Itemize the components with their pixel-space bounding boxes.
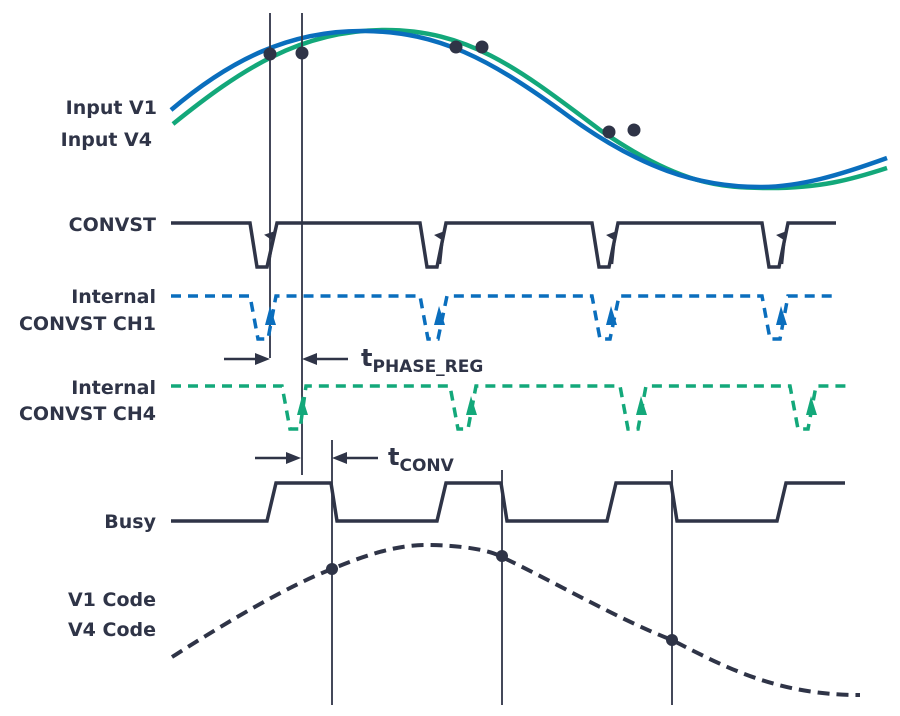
output-code-waveform — [170, 542, 861, 697]
phase-arrow-right-head — [302, 353, 317, 365]
sample-dot-v4-1 — [295, 46, 309, 60]
ch4-arrow-3 — [636, 396, 647, 415]
ch1-arrow-4 — [776, 306, 787, 325]
label-internal-ch4-line1: Internal — [71, 377, 156, 399]
label-v1-code: V1 Code — [68, 589, 156, 611]
conv-arrow-right-head — [332, 452, 347, 464]
label-convst: CONVST — [69, 214, 156, 236]
t-conv-label: tCONV — [388, 443, 455, 476]
input-v1-waveform — [169, 28, 888, 190]
convst-waveform — [171, 221, 836, 269]
input-v4-waveform — [171, 27, 888, 191]
ch4-arrow-2 — [466, 396, 477, 415]
ch1-arrow-3 — [606, 306, 617, 325]
busy-waveform — [171, 481, 845, 523]
convst-arrow-2 — [434, 231, 445, 265]
t-phase-reg-annotation: tPHASE_REG — [224, 344, 483, 377]
t-conv-annotation: tCONV — [255, 443, 455, 476]
phase-arrow-left-head — [255, 353, 270, 365]
label-input-v1: Input V1 — [66, 97, 157, 119]
label-input-v4: Input V4 — [61, 129, 152, 151]
sample-dot-v1-1 — [263, 47, 277, 61]
ch4-arrow-1 — [297, 396, 308, 415]
convst-arrow-3 — [606, 231, 617, 265]
output-sample-dot-3 — [666, 634, 678, 646]
internal-convst-ch4-waveform — [171, 384, 852, 431]
label-v4-code: V4 Code — [68, 619, 156, 641]
label-internal-ch1-line2: CONVST CH1 — [19, 313, 156, 335]
label-busy: Busy — [104, 511, 156, 533]
convst-arrow-1 — [264, 231, 275, 265]
sample-dot-v4-3 — [627, 123, 641, 137]
output-sample-dot-1 — [326, 563, 338, 575]
conv-arrow-left-head — [286, 452, 301, 464]
sample-dot-v4-2 — [475, 40, 489, 54]
sample-dot-v1-2 — [449, 40, 463, 54]
t-phase-reg-label: tPHASE_REG — [361, 344, 483, 377]
ch1-rising-arrows — [265, 306, 787, 325]
label-internal-ch4-line2: CONVST CH4 — [19, 403, 156, 425]
ch4-rising-arrows — [297, 396, 817, 415]
ch1-arrow-1 — [265, 306, 276, 325]
sample-dot-v1-3 — [602, 125, 616, 139]
ch4-arrow-4 — [806, 396, 817, 415]
output-sample-dot-2 — [496, 550, 508, 562]
ch1-arrow-2 — [434, 306, 445, 325]
label-internal-ch1-line1: Internal — [71, 286, 156, 308]
convst-arrow-4 — [776, 231, 787, 265]
convst-rising-arrows — [264, 231, 787, 265]
